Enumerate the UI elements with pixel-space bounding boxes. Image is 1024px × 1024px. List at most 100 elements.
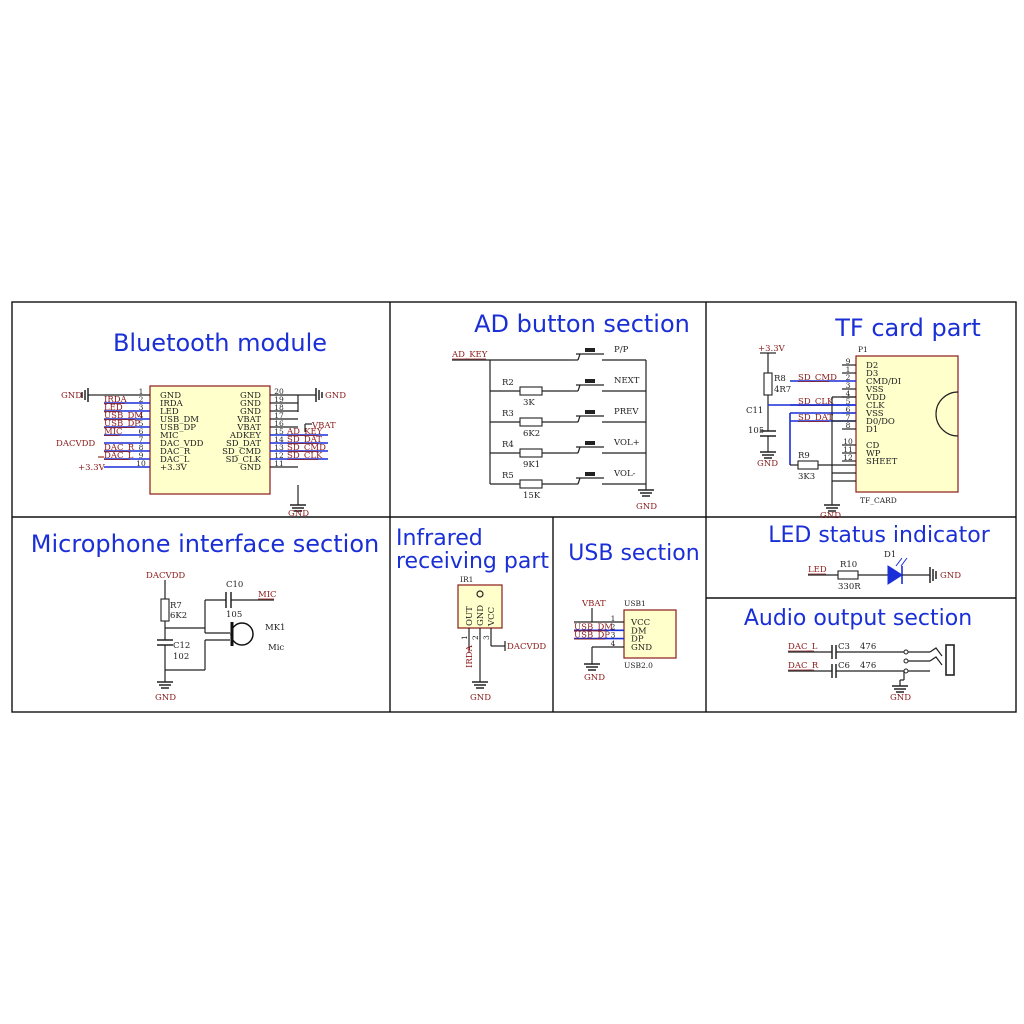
c11-ref: C11 bbox=[746, 406, 763, 416]
ir-pin-num-2: 2 bbox=[471, 635, 480, 640]
bt-right-pin-name: VBAT bbox=[236, 423, 261, 433]
tf-gnd2-icon bbox=[824, 504, 840, 512]
bt-right-pin-name: GND bbox=[240, 463, 261, 473]
button-label: PREV bbox=[614, 407, 639, 417]
audio-net-l: DAC_L bbox=[788, 642, 818, 652]
tf-card-part: TF_CARD bbox=[860, 496, 897, 505]
r7-ref: R7 bbox=[170, 601, 182, 611]
bt-right-net: SD_CMD bbox=[287, 443, 326, 453]
bt-left-pin-num: 2 bbox=[139, 395, 144, 404]
push-button-icon bbox=[570, 472, 646, 485]
bt-left-pin-name: +3.3V bbox=[160, 463, 188, 473]
usb-title: USB section bbox=[568, 541, 699, 566]
usb-gnd-icon bbox=[584, 663, 600, 671]
r9-value: 3K3 bbox=[798, 472, 815, 482]
ad-gnd-icon bbox=[638, 489, 654, 497]
r10-value: 330R bbox=[838, 582, 861, 592]
microphone-section: DACVDD R7 6K2 C10 105 MIC MK1 Mic C12 10… bbox=[146, 571, 285, 703]
bt-right-pin-name: ADKEY bbox=[229, 431, 262, 441]
bt-right-pin-name: SD_CLK bbox=[226, 455, 262, 465]
r8-ref: R8 bbox=[774, 374, 786, 384]
bluetooth-gnd-right-label: GND bbox=[325, 391, 346, 401]
audio-title: Audio output section bbox=[744, 606, 972, 631]
usb-pin-name: DP bbox=[631, 635, 644, 645]
bluetooth-title: Bluetooth module bbox=[113, 329, 327, 357]
ir-pin-gnd: GND bbox=[476, 605, 486, 626]
resistor-icon bbox=[519, 386, 543, 396]
bt-left-net: LED bbox=[104, 403, 123, 413]
resistor-icon bbox=[519, 417, 543, 427]
usb-pin-num: 2 bbox=[611, 622, 616, 631]
bt-left-net: IRDA bbox=[104, 395, 128, 405]
usb-pin-net: USB_DP bbox=[574, 631, 610, 641]
audio-gnd-icon bbox=[892, 685, 908, 693]
audio-section: DAC_L C3 476 DAC_R C6 476 bbox=[788, 642, 955, 703]
infrared-section: IR1 OUT GND VCC 1 2 3 IRDA DACVDD GND bbox=[457, 575, 546, 703]
bt-right-pin-num: 14 bbox=[274, 435, 284, 444]
bt-left-pin-num: 6 bbox=[139, 427, 144, 436]
resistor-ref: R2 bbox=[502, 378, 514, 388]
tf-pin-name: CD bbox=[866, 441, 880, 451]
resistor-value: 15K bbox=[523, 491, 541, 501]
tf-pin-num: 11 bbox=[843, 445, 853, 454]
bt-left-pin-name: DAC_L bbox=[160, 455, 190, 465]
c10-value: 105 bbox=[226, 610, 242, 620]
tf-gnd2-label: GND bbox=[820, 511, 841, 521]
mic-gnd-label: GND bbox=[155, 693, 176, 703]
resistor-ref: R4 bbox=[502, 440, 514, 450]
tf-pin-name: SHEET bbox=[866, 457, 898, 467]
bt-right-pin-num: 11 bbox=[274, 459, 284, 468]
ir-net-out: IRDA bbox=[465, 644, 475, 668]
usb-pin-name: GND bbox=[631, 643, 652, 653]
led-gnd-icon bbox=[929, 567, 937, 583]
usb-pin-num: 4 bbox=[611, 639, 616, 648]
r10-resistor bbox=[837, 570, 859, 580]
bt-left-pin-name: GND bbox=[160, 391, 181, 401]
bt-right-pin-name: GND bbox=[240, 407, 261, 417]
bt-right-pin-num: 18 bbox=[274, 403, 284, 412]
button-label: VOL- bbox=[613, 469, 636, 479]
bt-right-pin-name: SD_CMD bbox=[222, 447, 261, 457]
resistor-ref: R3 bbox=[502, 409, 514, 419]
c3-ref: C3 bbox=[838, 642, 850, 652]
tf-card-notch bbox=[935, 391, 959, 437]
infrared-title-line2: receiving part bbox=[396, 549, 549, 574]
microphone-title: Microphone interface section bbox=[31, 530, 379, 558]
push-button-icon bbox=[570, 379, 646, 392]
ir-pin-num-1: 1 bbox=[460, 635, 469, 640]
mic-net-label: MIC bbox=[258, 590, 277, 600]
bt-left-net: DACVDD bbox=[56, 439, 95, 449]
tf-pin-net: SD_CMD bbox=[798, 373, 837, 383]
ir-pin-num-3: 3 bbox=[482, 635, 491, 640]
bt-right-net: SD_DAT bbox=[287, 435, 322, 445]
button-label: VOL+ bbox=[613, 438, 640, 448]
usb-pin-num: 3 bbox=[611, 631, 616, 640]
led-title: LED status indicator bbox=[768, 523, 990, 548]
tf-pin-num: 10 bbox=[843, 437, 853, 446]
c3-value: 476 bbox=[860, 642, 876, 652]
tf-card-ref: P1 bbox=[858, 345, 868, 354]
bt-left-net: DAC_L bbox=[104, 451, 134, 461]
panel-borders bbox=[11, 301, 1017, 713]
button-label: NEXT bbox=[614, 376, 640, 386]
bt-left-net: USB_DM bbox=[104, 411, 143, 421]
tf-card-title: TF card part bbox=[834, 314, 981, 342]
tf-pin-num: 4 bbox=[846, 389, 851, 398]
bt-right-pin-name: GND bbox=[240, 391, 261, 401]
bt-left-pin-name: LED bbox=[160, 407, 179, 417]
ad-button-section: AD_KEY P/PNEXTR23KPREVR36K2VOL+R49K1VOL-… bbox=[451, 345, 657, 512]
led-gnd-label: GND bbox=[940, 571, 961, 581]
usb-part: USB2.0 bbox=[624, 661, 653, 670]
mic-vdd-label: DACVDD bbox=[146, 571, 185, 581]
tf-pin-num: 7 bbox=[846, 413, 851, 422]
tf-pin-num: 2 bbox=[846, 373, 851, 382]
bt-left-pin-num: 4 bbox=[139, 411, 144, 420]
bt-right-pin-num: 17 bbox=[274, 411, 284, 420]
tf-vcc-label: +3.3V bbox=[758, 344, 786, 354]
